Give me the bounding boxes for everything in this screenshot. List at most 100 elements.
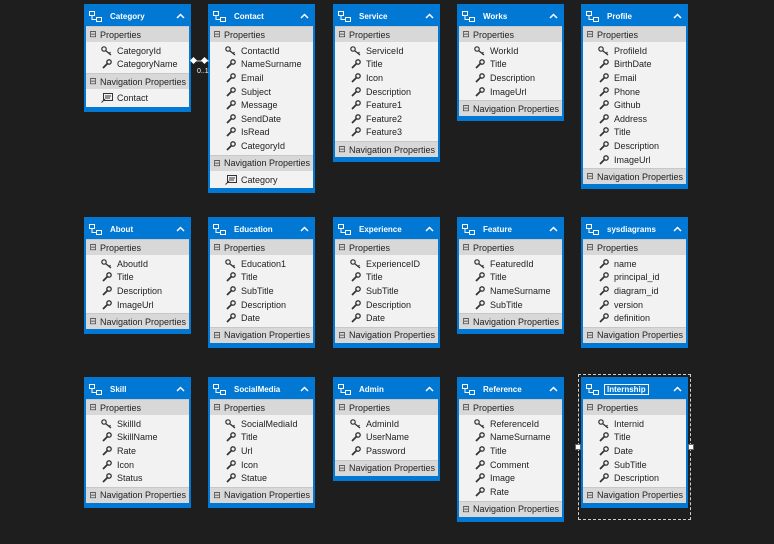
navigation-section-header[interactable]: ⊟Navigation Properties <box>335 459 438 476</box>
property-item[interactable]: Status <box>86 471 189 485</box>
property-item[interactable]: WorkId <box>459 44 562 58</box>
collapse-toggle-icon[interactable]: ⊟ <box>586 489 594 500</box>
collapse-toggle-icon[interactable]: ⊟ <box>89 76 97 87</box>
property-item[interactable]: Description <box>583 139 686 153</box>
entity-title[interactable]: Contact <box>234 11 264 21</box>
property-item[interactable]: version <box>583 298 686 312</box>
property-item[interactable]: Feature3 <box>335 126 438 140</box>
properties-section-header[interactable]: ⊟Properties <box>210 26 313 42</box>
navigation-section-header[interactable]: ⊟Navigation Properties <box>335 326 438 343</box>
property-item[interactable]: Feature2 <box>335 112 438 126</box>
entity-title[interactable]: Experience <box>359 224 402 234</box>
collapse-toggle-icon[interactable]: ⊟ <box>213 242 221 252</box>
chevron-up-icon[interactable] <box>546 223 560 235</box>
property-item[interactable]: NameSurname <box>459 284 562 298</box>
navigation-section-header[interactable]: ⊟Navigation Properties <box>86 73 189 90</box>
collapse-toggle-icon[interactable]: ⊟ <box>213 489 221 500</box>
property-item[interactable]: Title <box>459 444 562 458</box>
collapse-toggle-icon[interactable]: ⊟ <box>89 29 97 39</box>
property-item[interactable]: ImageUrl <box>583 153 686 167</box>
entity-header[interactable]: About <box>86 219 189 239</box>
property-item[interactable]: Description <box>583 471 686 485</box>
property-item[interactable]: Feature1 <box>335 98 438 112</box>
property-item[interactable]: Icon <box>210 458 313 472</box>
collapse-toggle-icon[interactable]: ⊟ <box>462 402 470 412</box>
collapse-toggle-icon[interactable]: ⊟ <box>213 29 221 39</box>
properties-section-header[interactable]: ⊟Properties <box>459 26 562 42</box>
property-item[interactable]: Rate <box>459 485 562 499</box>
property-item[interactable]: Title <box>459 58 562 72</box>
collapse-toggle-icon[interactable]: ⊟ <box>213 157 221 168</box>
property-item[interactable]: Title <box>583 126 686 140</box>
property-item[interactable]: Url <box>210 444 313 458</box>
navigation-section-header[interactable]: ⊟Navigation Properties <box>86 313 189 330</box>
chevron-up-icon[interactable] <box>422 10 436 22</box>
property-item[interactable]: definition <box>583 311 686 325</box>
property-item[interactable]: Title <box>210 271 313 285</box>
entity-header[interactable]: Reference <box>459 379 562 399</box>
property-item[interactable]: Password <box>335 444 438 458</box>
property-item[interactable]: Date <box>583 444 686 458</box>
properties-section-header[interactable]: ⊟Properties <box>86 399 189 415</box>
entity-title[interactable]: sysdiagrams <box>607 224 656 234</box>
property-item[interactable]: CategoryId <box>210 139 313 153</box>
property-item[interactable]: Title <box>335 271 438 285</box>
collapse-toggle-icon[interactable]: ⊟ <box>338 29 346 39</box>
property-item[interactable]: CategoryId <box>86 44 189 58</box>
property-item[interactable]: Description <box>459 71 562 85</box>
property-item[interactable]: ImageUrl <box>459 85 562 99</box>
navigation-section-header[interactable]: ⊟Navigation Properties <box>210 326 313 343</box>
collapse-toggle-icon[interactable]: ⊟ <box>89 316 97 327</box>
entity-title[interactable]: Admin <box>359 384 384 394</box>
property-item[interactable]: AdminId <box>335 417 438 431</box>
property-item[interactable]: Icon <box>86 458 189 472</box>
collapse-toggle-icon[interactable]: ⊟ <box>213 329 221 340</box>
collapse-toggle-icon[interactable]: ⊟ <box>338 144 346 155</box>
properties-section-header[interactable]: ⊟Properties <box>335 239 438 255</box>
property-item[interactable]: CategoryName <box>86 58 189 72</box>
property-item[interactable]: Title <box>459 271 562 285</box>
property-item[interactable]: Date <box>335 311 438 325</box>
property-item[interactable]: SendDate <box>210 112 313 126</box>
entity-title[interactable]: Profile <box>607 11 632 21</box>
property-item[interactable]: Description <box>335 85 438 99</box>
collapse-toggle-icon[interactable]: ⊟ <box>338 402 346 412</box>
entity-header[interactable]: Skill <box>86 379 189 399</box>
collapse-toggle-icon[interactable]: ⊟ <box>213 402 221 412</box>
collapse-toggle-icon[interactable]: ⊟ <box>586 171 594 182</box>
resize-handle[interactable] <box>575 444 581 450</box>
property-item[interactable]: SocialMediaId <box>210 417 313 431</box>
entity-header[interactable]: Internship <box>583 379 686 399</box>
collapse-toggle-icon[interactable]: ⊟ <box>586 329 594 340</box>
entity-title[interactable]: Education <box>234 224 273 234</box>
chevron-up-icon[interactable] <box>422 383 436 395</box>
properties-section-header[interactable]: ⊟Properties <box>210 399 313 415</box>
entity-title[interactable]: Reference <box>483 384 522 394</box>
property-item[interactable]: Title <box>335 58 438 72</box>
entity-header[interactable]: Contact <box>210 6 313 26</box>
entity-header[interactable]: Feature <box>459 219 562 239</box>
property-item[interactable]: Internid <box>583 417 686 431</box>
chevron-up-icon[interactable] <box>297 10 311 22</box>
property-item[interactable]: ReferenceId <box>459 417 562 431</box>
collapse-toggle-icon[interactable]: ⊟ <box>586 29 594 39</box>
property-item[interactable]: NameSurname <box>210 58 313 72</box>
property-item[interactable]: name <box>583 257 686 271</box>
entity-title[interactable]: Skill <box>110 384 127 394</box>
entity-title[interactable]: Service <box>359 11 388 21</box>
chevron-up-icon[interactable] <box>297 383 311 395</box>
properties-section-header[interactable]: ⊟Properties <box>335 26 438 42</box>
properties-section-header[interactable]: ⊟Properties <box>335 399 438 415</box>
property-item[interactable]: Description <box>335 298 438 312</box>
chevron-up-icon[interactable] <box>297 223 311 235</box>
collapse-toggle-icon[interactable]: ⊟ <box>586 402 594 412</box>
property-item[interactable]: ContactId <box>210 44 313 58</box>
